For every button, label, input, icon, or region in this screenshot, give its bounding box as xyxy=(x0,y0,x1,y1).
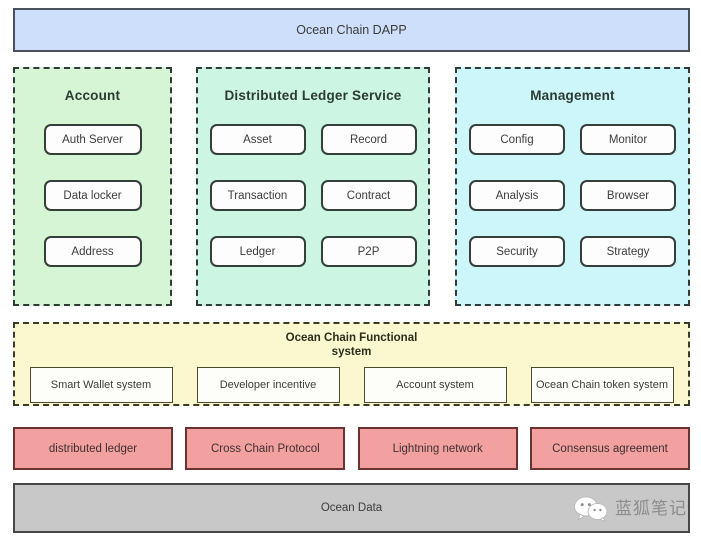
panel-account: Account Auth Server Data locker Address xyxy=(13,67,172,306)
panel-dls-title: Distributed Ledger Service xyxy=(224,88,402,103)
panel-account-row: Address xyxy=(43,236,142,267)
chip-config[interactable]: Config xyxy=(469,124,565,155)
chip-asset[interactable]: Asset xyxy=(209,124,306,155)
chip-record[interactable]: Record xyxy=(320,124,417,155)
panel-dls-row: Asset Record xyxy=(209,124,417,155)
box-ocean-chain-token-system[interactable]: Ocean Chain token system xyxy=(530,367,674,403)
panel-functional-system: Ocean Chain Functional system Smart Wall… xyxy=(13,322,690,406)
chip-browser[interactable]: Browser xyxy=(580,180,676,211)
panel-ocean-data: Ocean Data xyxy=(13,483,690,533)
chip-security[interactable]: Security xyxy=(469,236,565,267)
chip-auth-server[interactable]: Auth Server xyxy=(43,124,142,155)
chip-address[interactable]: Address xyxy=(43,236,142,267)
panel-management-row: Security Strategy xyxy=(469,236,676,267)
functional-system-title: Ocean Chain Functional system xyxy=(15,331,688,359)
panel-management-body: Config Monitor Analysis Browser Security… xyxy=(457,124,688,267)
protocol-row: distributed ledger Cross Chain Protocol … xyxy=(13,427,690,470)
chip-monitor[interactable]: Monitor xyxy=(580,124,676,155)
functional-system-title-line1: Ocean Chain Functional xyxy=(285,332,418,344)
panel-management-title: Management xyxy=(530,88,615,103)
chip-p2p[interactable]: P2P xyxy=(320,236,417,267)
functional-system-title-line2: system xyxy=(331,346,372,358)
box-smart-wallet-system[interactable]: Smart Wallet system xyxy=(29,367,173,403)
chip-strategy[interactable]: Strategy xyxy=(580,236,676,267)
box-lightning-network[interactable]: Lightning network xyxy=(357,427,518,470)
chip-transaction[interactable]: Transaction xyxy=(209,180,306,211)
box-consensus-agreement[interactable]: Consensus agreement xyxy=(529,427,690,470)
ocean-data-label: Ocean Data xyxy=(320,502,383,514)
panel-account-title: Account xyxy=(64,88,121,103)
panel-management-row: Config Monitor xyxy=(469,124,676,155)
box-developer-incentive[interactable]: Developer incentive xyxy=(196,367,340,403)
panel-dls-row: Transaction Contract xyxy=(209,180,417,211)
panel-account-body: Auth Server Data locker Address xyxy=(15,124,170,267)
panel-management: Management Config Monitor Analysis Brows… xyxy=(455,67,690,306)
dapp-banner: Ocean Chain DAPP xyxy=(13,8,690,52)
functional-system-row: Smart Wallet system Developer incentive … xyxy=(15,367,688,403)
panel-account-row: Data locker xyxy=(43,180,142,211)
box-account-system[interactable]: Account system xyxy=(363,367,507,403)
box-distributed-ledger[interactable]: distributed ledger xyxy=(13,427,173,470)
panel-management-row: Analysis Browser xyxy=(469,180,676,211)
panel-dls-row: Ledger P2P xyxy=(209,236,417,267)
chip-ledger[interactable]: Ledger xyxy=(209,236,306,267)
box-cross-chain-protocol[interactable]: Cross Chain Protocol xyxy=(185,427,346,470)
panel-account-row: Auth Server xyxy=(43,124,142,155)
chip-contract[interactable]: Contract xyxy=(320,180,417,211)
chip-data-locker[interactable]: Data locker xyxy=(43,180,142,211)
panel-dls-body: Asset Record Transaction Contract Ledger… xyxy=(198,124,428,267)
dapp-banner-label: Ocean Chain DAPP xyxy=(296,23,407,37)
chip-analysis[interactable]: Analysis xyxy=(469,180,565,211)
panel-distributed-ledger-service: Distributed Ledger Service Asset Record … xyxy=(196,67,430,306)
